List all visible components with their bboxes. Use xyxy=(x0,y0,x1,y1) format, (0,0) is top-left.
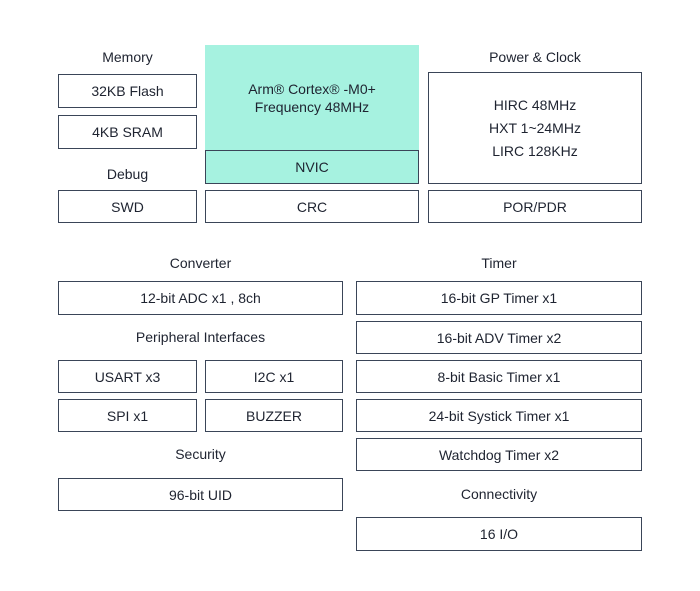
crc-block: CRC xyxy=(205,190,419,223)
spi-block: SPI x1 xyxy=(58,399,197,432)
adv-timer-block: 16-bit ADV Timer x2 xyxy=(356,321,642,354)
systick-timer-block: 24-bit Systick Timer x1 xyxy=(356,399,642,432)
cpu-frequency: Frequency 48MHz xyxy=(254,98,370,115)
power-clock-heading: Power & Clock xyxy=(489,49,581,65)
debug-heading: Debug xyxy=(106,166,149,182)
uid-block: 96-bit UID xyxy=(58,478,343,511)
cpu-core-block: Arm® Cortex® -M0+ Frequency 48MHz xyxy=(205,45,419,150)
lirc-label: LIRC 128KHz xyxy=(492,142,578,159)
i2c-block: I2C x1 xyxy=(205,360,343,393)
cpu-core-name: Arm® Cortex® -M0+ xyxy=(248,80,376,97)
hirc-label: HIRC 48MHz xyxy=(493,96,577,113)
buzzer-block: BUZZER xyxy=(205,399,343,432)
watchdog-timer-block: Watchdog Timer x2 xyxy=(356,438,642,471)
clock-sources-block: HIRC 48MHz HXT 1~24MHz LIRC 128KHz xyxy=(428,72,642,184)
converter-heading: Converter xyxy=(169,255,232,271)
nvic-block: NVIC xyxy=(205,150,419,184)
flash-block: 32KB Flash xyxy=(58,74,197,108)
memory-heading: Memory xyxy=(102,49,153,65)
security-heading: Security xyxy=(175,446,226,462)
usart-block: USART x3 xyxy=(58,360,197,393)
connectivity-heading: Connectivity xyxy=(460,486,538,502)
gp-timer-block: 16-bit GP Timer x1 xyxy=(356,281,642,315)
por-pdr-block: POR/PDR xyxy=(428,190,642,223)
timer-heading: Timer xyxy=(481,255,517,271)
adc-block: 12-bit ADC x1 , 8ch xyxy=(58,281,343,315)
sram-block: 4KB SRAM xyxy=(58,115,197,149)
peripheral-heading: Peripheral Interfaces xyxy=(135,329,266,345)
swd-block: SWD xyxy=(58,190,197,223)
io-block: 16 I/O xyxy=(356,517,642,551)
basic-timer-block: 8-bit Basic Timer x1 xyxy=(356,360,642,393)
hxt-label: HXT 1~24MHz xyxy=(489,119,581,136)
